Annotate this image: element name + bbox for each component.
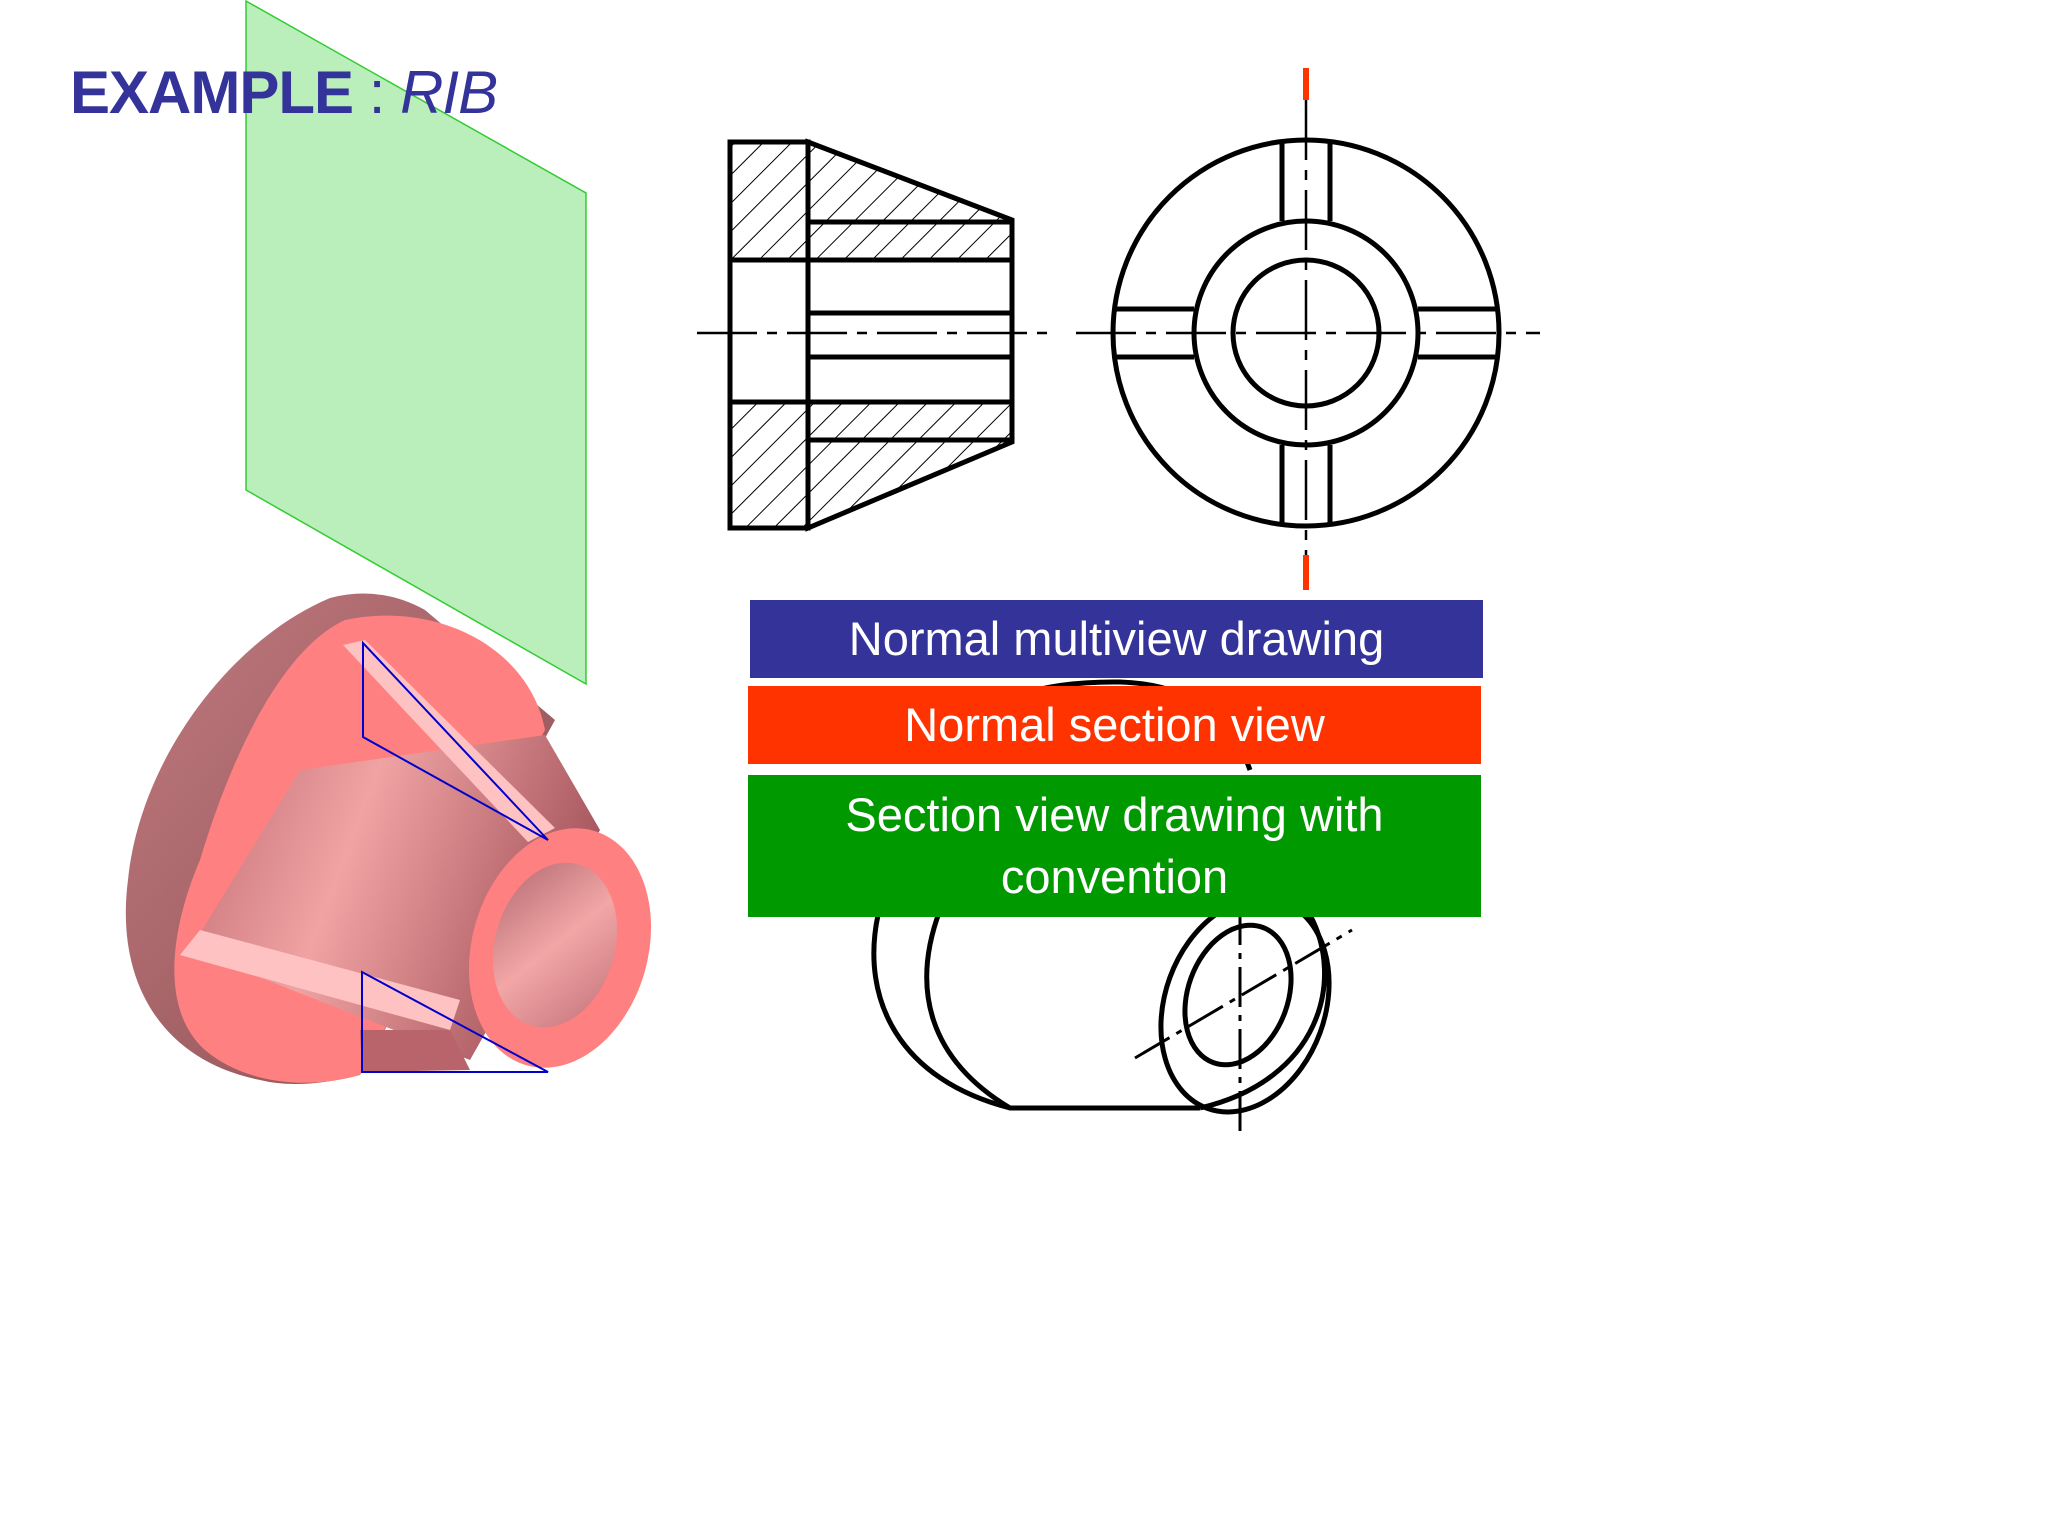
technical-drawing <box>125 0 1540 1135</box>
label-section-convention: Section view drawing with convention <box>748 775 1481 917</box>
section-view <box>697 138 1055 532</box>
label-section-convention-text: Section view drawing with convention <box>845 788 1384 903</box>
label-normal-section-text: Normal section view <box>904 698 1325 751</box>
label-normal-multiview-text: Normal multiview drawing <box>848 612 1385 665</box>
label-normal-multiview: Normal multiview drawing <box>750 600 1483 678</box>
title-separator: : <box>353 59 401 126</box>
rib-bottom-outline <box>361 970 549 1073</box>
slide-title: EXAMPLE : RIB <box>70 58 498 127</box>
title-sub: RIB <box>400 59 498 126</box>
rib-bottom-shadow <box>360 1030 470 1072</box>
isometric-ribbed-part <box>125 593 652 1084</box>
label-normal-section: Normal section view <box>748 686 1481 764</box>
title-main: EXAMPLE <box>70 59 354 126</box>
front-view-centerlines <box>1076 100 1540 555</box>
background-sketch-centerlines <box>1134 905 1353 1135</box>
cutting-plane <box>245 0 587 686</box>
rib-bottom <box>180 930 460 1030</box>
rib-top-outline <box>362 640 549 841</box>
boss-bore <box>492 862 618 1028</box>
